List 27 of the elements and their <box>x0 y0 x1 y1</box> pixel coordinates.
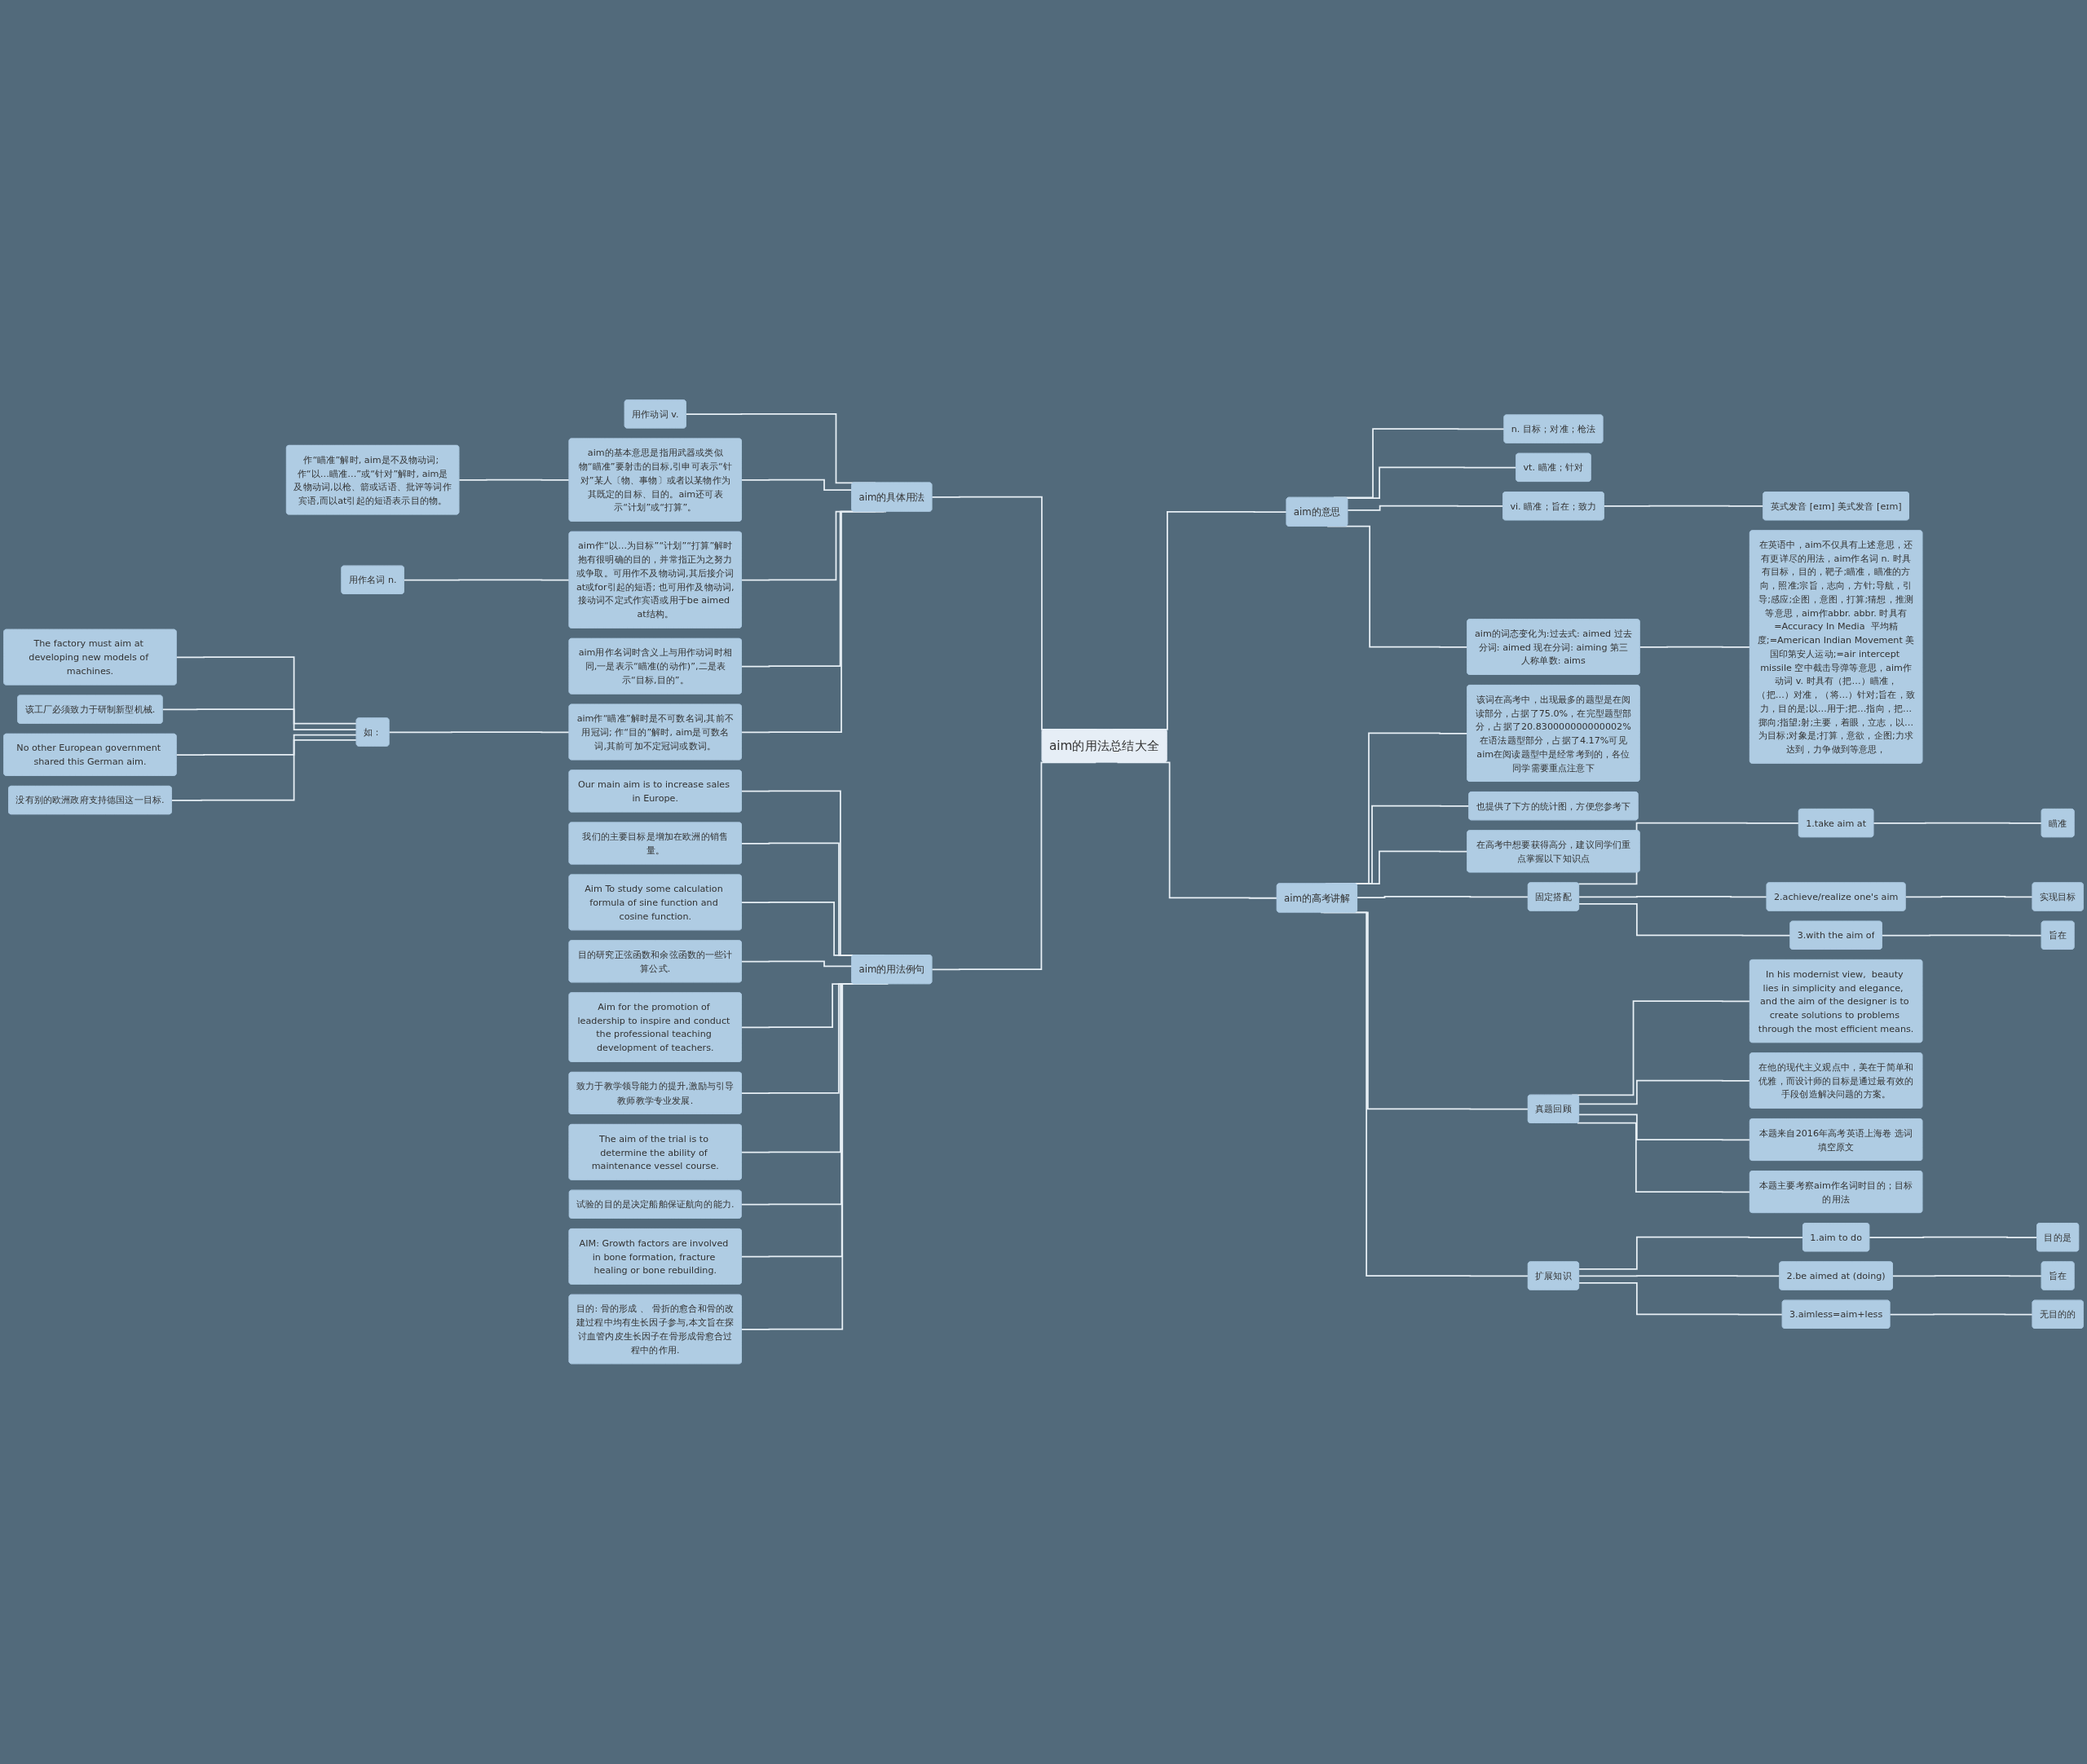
connector <box>1347 505 1504 511</box>
connector <box>740 960 853 968</box>
connector <box>175 734 358 756</box>
connector <box>458 479 571 482</box>
connector <box>1603 505 1764 508</box>
connector <box>1578 1114 1751 1141</box>
connector <box>1873 822 2043 824</box>
connector <box>388 731 571 734</box>
connector <box>161 708 358 731</box>
connector <box>1869 1237 2038 1239</box>
connector <box>1578 1237 1804 1270</box>
connector <box>1578 1079 1751 1105</box>
connector <box>1904 896 2034 898</box>
connector <box>1889 1313 2034 1316</box>
connector <box>170 739 358 801</box>
connector <box>1578 1275 1780 1277</box>
connector <box>1578 896 1768 898</box>
connector <box>1346 466 1517 500</box>
connector <box>1639 646 1751 648</box>
connector <box>740 479 853 492</box>
connector <box>1891 1275 2043 1277</box>
connector <box>1881 934 2043 937</box>
connector <box>403 579 571 581</box>
connector <box>1576 1122 1751 1193</box>
connector <box>175 656 358 725</box>
connector <box>1357 896 1529 899</box>
connector <box>1578 1282 1784 1316</box>
